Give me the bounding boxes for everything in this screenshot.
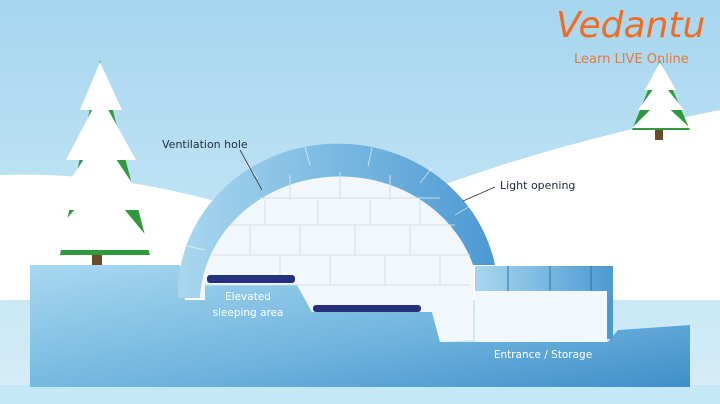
tunnel-dividers <box>507 266 592 291</box>
logo-brand: Vedantu <box>556 5 705 46</box>
igloo-arch <box>177 143 496 298</box>
light-opening-leader <box>462 186 496 202</box>
label-ventilation-hole: Ventilation hole <box>162 138 248 151</box>
label-sleeping-1: Elevated <box>225 291 271 303</box>
tunnel-wall <box>607 291 613 339</box>
label-entrance: Entrance / Storage <box>494 349 592 361</box>
ground-block <box>30 265 690 387</box>
igloo-interior <box>200 176 473 342</box>
label-sleeping-2: sleeping area <box>213 307 284 319</box>
entrance-tunnel-roof <box>475 266 613 291</box>
logo-tagline: Learn LIVE Online <box>574 52 689 67</box>
tree-left <box>40 60 158 265</box>
igloo-blocks <box>205 172 470 286</box>
ventilation-leader <box>239 149 263 191</box>
entrance-tunnel-interior <box>475 291 607 342</box>
ground-strip <box>0 385 720 404</box>
sleeping-platform-upper <box>207 275 295 283</box>
label-light-opening: Light opening <box>500 179 575 192</box>
sleeping-platform-lower <box>313 305 421 312</box>
tree-right <box>632 60 690 140</box>
